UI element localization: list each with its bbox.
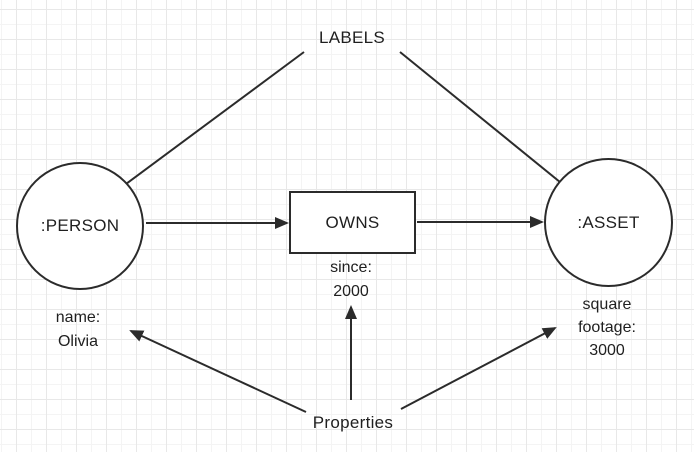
person-node-label: :PERSON xyxy=(40,216,120,235)
connector-labels-to-person[interactable] xyxy=(97,51,305,206)
asset-node[interactable]: :ASSET xyxy=(544,158,673,287)
owns-since-property[interactable]: since: 2000 xyxy=(330,259,372,300)
connector-properties-to-footage[interactable] xyxy=(400,327,557,410)
asset-square-footage-property[interactable]: square footage: 3000 xyxy=(578,296,636,359)
connector-labels-to-asset[interactable] xyxy=(399,51,589,206)
owns-relationship-box[interactable]: OWNS xyxy=(289,191,416,254)
connector-properties-to-name[interactable] xyxy=(129,330,307,413)
labels-caption[interactable]: LABELS xyxy=(318,28,386,47)
person-node[interactable]: :PERSON xyxy=(16,162,144,290)
asset-node-label: :ASSET xyxy=(577,212,640,232)
properties-caption[interactable]: Properties xyxy=(312,413,394,432)
owns-relationship-label: OWNS xyxy=(325,212,380,232)
person-name-property[interactable]: name: Olivia xyxy=(55,309,101,350)
